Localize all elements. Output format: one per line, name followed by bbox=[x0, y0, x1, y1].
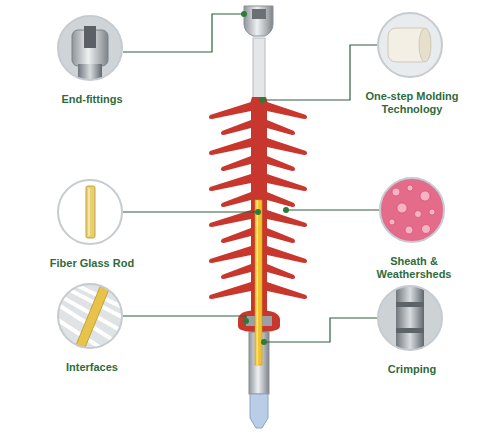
callout-label: End-fittings bbox=[32, 93, 152, 106]
weathershed bbox=[209, 174, 307, 191]
top-end-fitting bbox=[244, 6, 273, 36]
bottom-tip bbox=[250, 394, 268, 428]
callout-label: One-step Molding Technology bbox=[356, 90, 468, 116]
droplet bbox=[407, 185, 413, 191]
crimp-band bbox=[396, 302, 424, 307]
crimp-band bbox=[396, 328, 424, 333]
callout-label: Crimping bbox=[352, 363, 472, 376]
upper-stem bbox=[253, 38, 265, 100]
leader-line bbox=[123, 14, 244, 52]
rod-highlight bbox=[257, 200, 259, 365]
leader-dot bbox=[243, 318, 249, 324]
weathershed bbox=[209, 102, 307, 119]
molding-photo bbox=[376, 11, 444, 79]
weathershed bbox=[221, 120, 295, 135]
leader-dot bbox=[255, 209, 261, 215]
leader-dot bbox=[241, 11, 247, 17]
photo-background bbox=[56, 178, 124, 246]
leader-dot bbox=[283, 207, 289, 213]
fitting-sleeve bbox=[78, 64, 102, 84]
droplet bbox=[420, 191, 430, 201]
fitting-slot bbox=[84, 26, 96, 48]
leader-line bbox=[123, 211, 258, 212]
sheath-photo bbox=[378, 176, 446, 244]
droplet bbox=[405, 226, 413, 234]
leader-line bbox=[123, 316, 246, 321]
leader-line bbox=[264, 318, 377, 342]
callout-circle: Crimping bbox=[377, 285, 443, 351]
rod-highlight bbox=[88, 188, 90, 236]
callout-circle: Fiber Glass Rod bbox=[57, 179, 123, 245]
leader-line bbox=[262, 45, 377, 100]
end-fitting-photo bbox=[56, 14, 124, 84]
crimped-sleeve bbox=[396, 284, 424, 354]
callout-circle: One-step Molding Technology bbox=[377, 12, 443, 78]
leader-line bbox=[286, 209, 379, 210]
droplet bbox=[397, 203, 407, 213]
interface-photo bbox=[56, 282, 124, 350]
leader-dot bbox=[261, 339, 267, 345]
droplet bbox=[389, 219, 395, 225]
leader-dot bbox=[259, 97, 265, 103]
fiber-glass-rod bbox=[255, 200, 262, 365]
fitting-slot bbox=[252, 9, 266, 19]
callout-circle: End-fittings bbox=[57, 15, 123, 81]
weathershed bbox=[221, 156, 295, 171]
rod-photo bbox=[56, 178, 124, 246]
droplet bbox=[429, 209, 435, 215]
callout-label: Interfaces bbox=[32, 361, 152, 374]
photo-background bbox=[376, 11, 444, 79]
rod-piece bbox=[86, 186, 95, 238]
crimping-photo bbox=[376, 284, 444, 354]
roll-end bbox=[419, 28, 431, 62]
callout-label: Fiber Glass Rod bbox=[32, 257, 152, 270]
photo-background bbox=[378, 176, 446, 244]
rod-band bbox=[74, 282, 112, 350]
photo-background bbox=[56, 282, 124, 350]
droplet bbox=[422, 225, 431, 234]
weathershed bbox=[209, 138, 307, 155]
droplet bbox=[392, 188, 400, 196]
callout-circle: Interfaces bbox=[57, 283, 123, 349]
droplet bbox=[415, 211, 422, 218]
rubber-roll bbox=[388, 28, 430, 62]
callout-label: Sheath & Weathersheds bbox=[368, 255, 460, 281]
callout-circle: Sheath & Weathersheds bbox=[379, 177, 445, 243]
